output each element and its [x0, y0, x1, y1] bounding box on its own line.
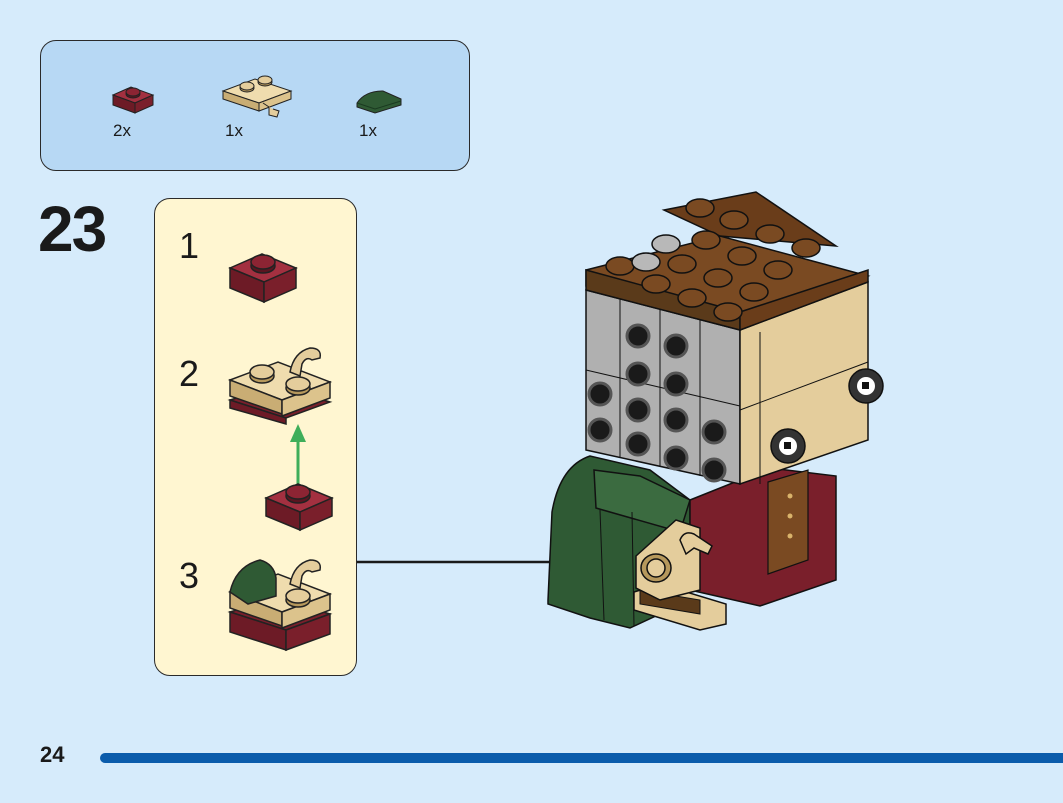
step-number: 23	[38, 193, 107, 265]
substep-2-assembly-icon	[227, 347, 333, 425]
part-tan-plate-clip: 1x	[219, 71, 299, 151]
hair-top-studs-icon	[605, 198, 821, 322]
parts-list-callout: 2x 1x 1x	[40, 40, 470, 171]
part-qty: 2x	[113, 121, 131, 140]
substep-3-assembly-icon	[227, 559, 333, 652]
dark-red-plate-icon	[111, 86, 155, 114]
substep-label-3: 3	[179, 555, 200, 596]
substep-label-1: 1	[179, 225, 200, 266]
substep-label-2: 2	[179, 353, 200, 394]
page-progress-bar	[100, 753, 1063, 763]
page-number: 24	[40, 742, 65, 767]
part-dark-green-tile: 1x	[355, 87, 415, 151]
tan-plate-clip-icon	[221, 75, 293, 118]
head-front-studs-icon	[587, 323, 727, 483]
part-qty: 1x	[225, 121, 243, 140]
main-model-icon	[547, 191, 884, 631]
dark-green-curved-tile-icon	[356, 90, 402, 114]
substep-1-plate-icon	[228, 253, 298, 304]
part-dark-red-plate: 2x	[109, 81, 169, 151]
loose-dark-red-plate-icon	[264, 483, 334, 532]
part-qty: 1x	[359, 121, 377, 140]
green-insert-arrow-icon	[290, 424, 306, 488]
